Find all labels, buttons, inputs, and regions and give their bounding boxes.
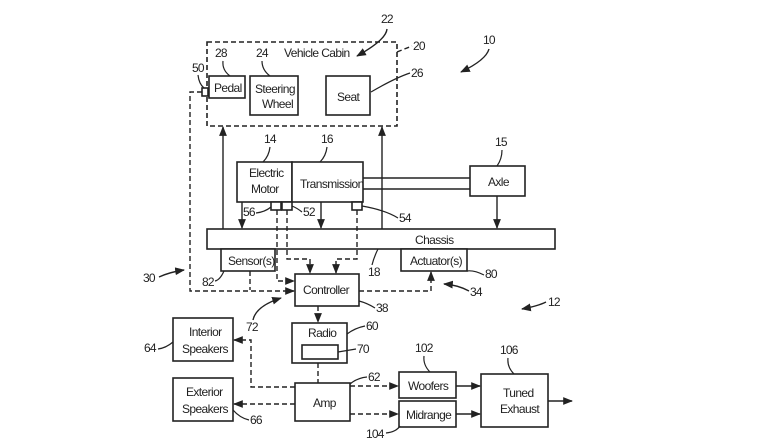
ref-50: 50 [192, 61, 205, 75]
amp-label: Amp [313, 396, 337, 410]
ref-64: 64 [144, 341, 157, 355]
ref-56: 56 [243, 205, 256, 219]
exterior-speakers-block [172, 377, 234, 422]
ref-104: 104 [366, 427, 385, 440]
ref-72: 72 [246, 320, 259, 334]
actuators-block [400, 248, 468, 272]
ref-18: 18 [368, 265, 381, 279]
ref-80: 80 [485, 267, 498, 281]
ref-10: 10 [483, 33, 496, 47]
chassis-block [206, 228, 556, 250]
woofers-block [398, 371, 457, 399]
pedal-label: Pedal [214, 81, 242, 95]
exterior-label-2: Speakers [182, 402, 228, 416]
ref-26: 26 [411, 66, 424, 80]
radio-label: Radio [308, 326, 337, 340]
exhaust-label-1: Tuned [503, 386, 534, 400]
actuators-label: Actuator(s) [410, 254, 463, 268]
transmission-block [291, 161, 364, 203]
ref-14: 14 [264, 132, 277, 146]
sensor-52 [281, 201, 293, 211]
pedal-sensor [201, 87, 209, 97]
ref-30: 30 [143, 271, 156, 285]
sensor-56 [270, 201, 282, 211]
vehicle-cabin-boundary [206, 41, 398, 127]
exhaust-label-2: Exhaust [500, 402, 540, 416]
ref-38: 38 [376, 301, 389, 315]
electric-motor-block [236, 161, 293, 203]
axle-block [469, 165, 526, 197]
sensors-block [220, 248, 276, 272]
ref-70: 70 [357, 342, 370, 356]
exterior-label-1: Exterior [186, 385, 223, 399]
ref-102: 102 [415, 341, 434, 355]
amp-block [294, 382, 351, 422]
controller-block [294, 273, 360, 307]
sensors-label: Sensor(s) [228, 254, 275, 268]
interior-label-2: Speakers [182, 342, 228, 356]
steering-wheel-block [249, 75, 299, 116]
radio-display [301, 344, 339, 360]
ref-28: 28 [215, 46, 228, 60]
interior-speakers-block [172, 317, 234, 362]
sensor-54 [351, 201, 363, 211]
seat-block [325, 75, 371, 116]
ref-22: 22 [381, 12, 394, 26]
ref-62: 62 [368, 370, 381, 384]
ref-20: 20 [413, 39, 426, 53]
motor-label-1: Electric [249, 166, 284, 180]
tuned-exhaust-block [480, 373, 549, 428]
ref-54: 54 [399, 211, 412, 225]
transmission-label: Transmission [300, 177, 364, 191]
interior-label-1: Interior [189, 325, 222, 339]
woofers-label: Woofers [408, 379, 449, 393]
ref-52: 52 [303, 205, 316, 219]
motor-label-2: Motor [251, 182, 279, 196]
chassis-label: Chassis [415, 233, 454, 247]
seat-label: Seat [337, 90, 361, 104]
pedal-block [208, 75, 246, 99]
ref-15: 15 [495, 135, 508, 149]
ref-60: 60 [366, 319, 379, 333]
vehicle-cabin-label: Vehicle Cabin [284, 46, 350, 60]
midrange-label: Midrange [406, 408, 452, 422]
ref-16: 16 [321, 132, 334, 146]
axle-label: Axle [488, 175, 510, 189]
ref-106: 106 [500, 343, 519, 357]
ref-34: 34 [470, 285, 483, 299]
ref-66: 66 [250, 413, 263, 427]
steering-label-2: Wheel [262, 97, 293, 111]
steering-label-1: Steering [255, 82, 295, 96]
ref-12: 12 [548, 295, 561, 309]
controller-label: Controller [303, 283, 350, 297]
ref-24: 24 [256, 46, 269, 60]
ref-82: 82 [202, 275, 215, 289]
